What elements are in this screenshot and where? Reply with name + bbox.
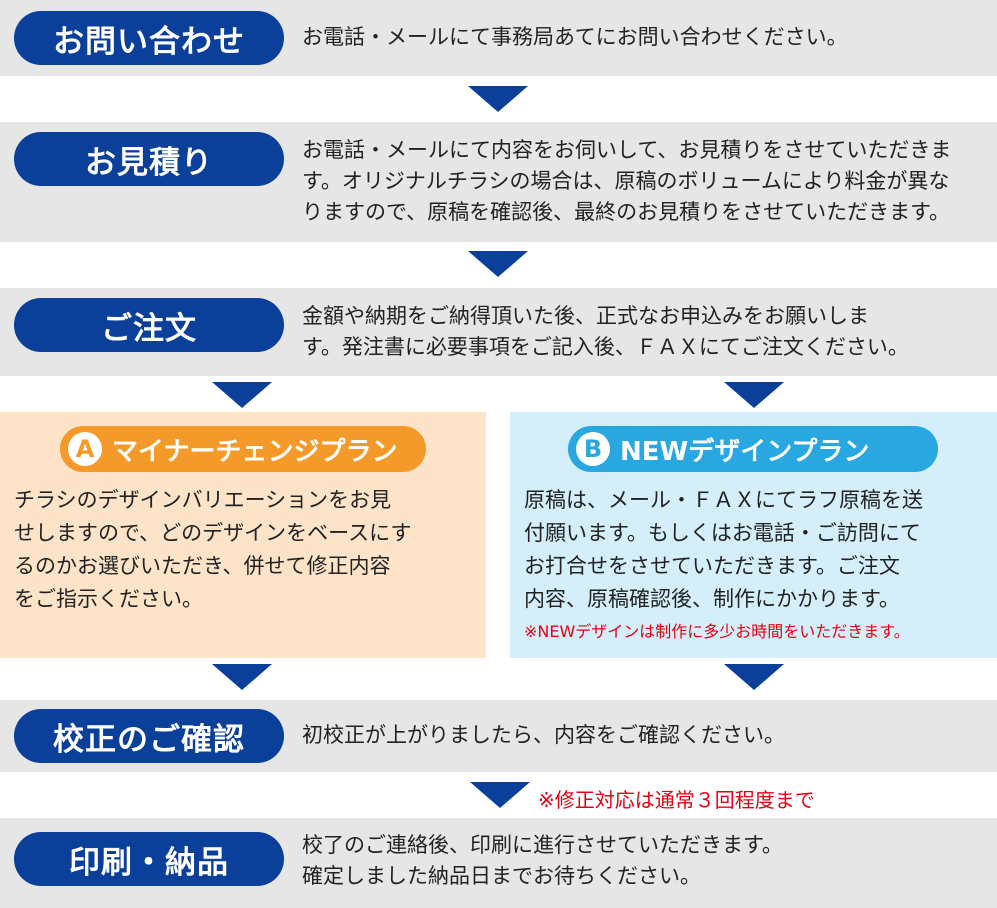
step-title: お問い合わせ bbox=[14, 11, 284, 65]
plan-title: NEWデザインプラン bbox=[620, 436, 870, 467]
plan-title: マイナーチェンジプラン bbox=[112, 436, 398, 467]
step-title: お見積り bbox=[14, 132, 284, 186]
step-proof: 校正のご確認 初校正が上がりましたら、内容をご確認ください。 bbox=[0, 700, 997, 772]
down-arrow-icon bbox=[212, 382, 272, 408]
down-arrow-icon bbox=[470, 782, 530, 808]
step-title: ご注文 bbox=[14, 298, 284, 352]
plan-header: A マイナーチェンジプラン bbox=[60, 426, 426, 472]
plan-description: チラシのデザインバリエーションをお見 せしますので、どのデザインをベースにす る… bbox=[14, 488, 412, 611]
step-description: 初校正が上がりましたら、内容をご確認ください。 bbox=[302, 723, 785, 747]
plan-b-badge-icon: B bbox=[576, 432, 610, 466]
plan-new-design: B NEWデザインプラン 原稿は、メール・ＦＡＸにてラフ原稿を送 付願います。も… bbox=[510, 412, 997, 658]
plan-header: B NEWデザインプラン bbox=[568, 426, 938, 472]
plan-minor-change: A マイナーチェンジプラン チラシのデザインバリエーションをお見 せしますので、… bbox=[0, 412, 486, 658]
step-estimate: お見積り お電話・メールにて内容をお伺いして、お見積りをさせていただきま す。オ… bbox=[0, 122, 997, 242]
step-title: 印刷・納品 bbox=[14, 832, 284, 886]
proof-note: ※修正対応は通常３回程度まで bbox=[538, 788, 815, 812]
down-arrow-icon bbox=[724, 664, 784, 690]
plan-a-badge-icon: A bbox=[68, 432, 102, 466]
step-print-delivery: 印刷・納品 校了のご連絡後、印刷に進行させていただきます。 確定しました納品日ま… bbox=[0, 818, 997, 908]
down-arrow-icon bbox=[212, 664, 272, 690]
step-title: 校正のご確認 bbox=[14, 709, 284, 763]
plan-note: ※NEWデザインは制作に多少お時間をいただきます。 bbox=[524, 622, 910, 641]
step-description: 校了のご連絡後、印刷に進行させていただきます。 確定しました納品日までお待ちくだ… bbox=[302, 833, 783, 888]
step-inquiry: お問い合わせ お電話・メールにて事務局あてにお問い合わせください。 bbox=[0, 0, 997, 76]
step-description: お電話・メールにて事務局あてにお問い合わせください。 bbox=[302, 25, 848, 49]
step-description: 金額や納期をご納得頂いた後、正式なお申込みをお願いしま す。発注書に必要事項をご… bbox=[302, 304, 909, 359]
down-arrow-icon bbox=[468, 86, 528, 112]
down-arrow-icon bbox=[724, 382, 784, 408]
down-arrow-icon bbox=[468, 251, 528, 277]
step-order: ご注文 金額や納期をご納得頂いた後、正式なお申込みをお願いしま す。発注書に必要… bbox=[0, 288, 997, 376]
plan-description: 原稿は、メール・ＦＡＸにてラフ原稿を送 付願います。もしくはお電話・ご訪問にて … bbox=[524, 488, 923, 611]
step-description: お電話・メールにて内容をお伺いして、お見積りをさせていただきま す。オリジナルチ… bbox=[302, 138, 952, 224]
